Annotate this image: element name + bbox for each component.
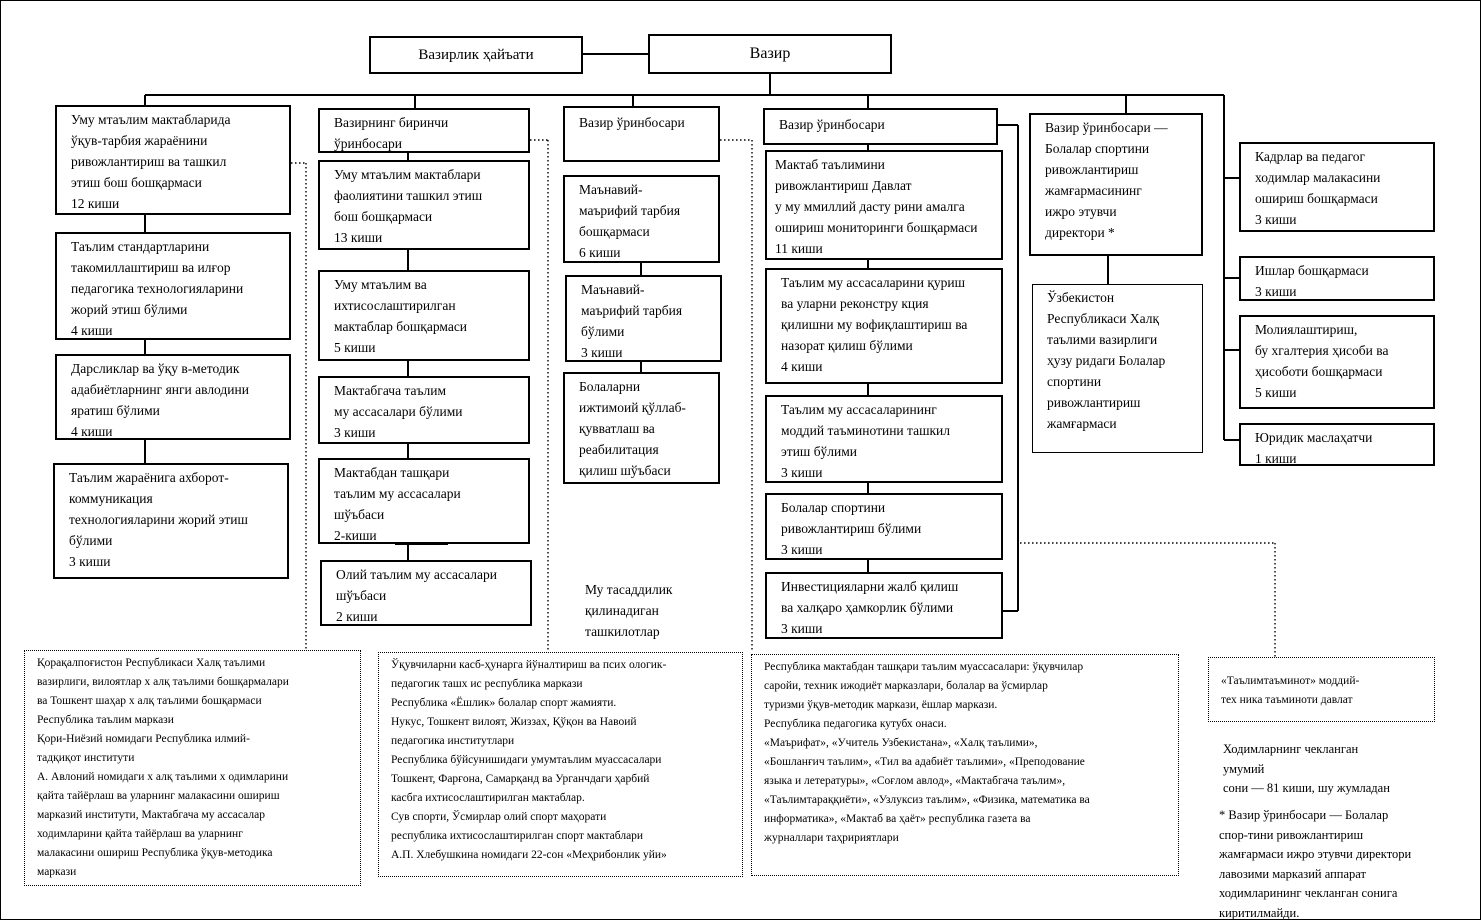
education-standards-section: Таълим стандартларини такомиллаштириш ва…	[55, 232, 291, 340]
children-sports-section: Болалар спортини ривожлантириш бўлими 3 …	[765, 493, 1003, 560]
children-sports-fund-box: Ўзбекистон Республикаси Халқ таълими ваз…	[1032, 284, 1203, 453]
out-of-school-subsection: Мактабдан ташқари таълим му ассасалари ш…	[318, 458, 530, 544]
affairs-department: Ишлар бошқармаси 3 киши	[1239, 256, 1435, 301]
spiritual-education-section: Маънавий- маърифий тарбия бўлими 3 киши	[565, 275, 722, 362]
first-deputy-minister-box: Вазирнинг биринчи ўринбосари	[318, 108, 530, 153]
ministry-council-box: Вазирлик ҳайъати	[369, 36, 583, 74]
staff-limit-note: Ходимларнинг чекланган умумий сони — 81 …	[1223, 742, 1390, 795]
deputy-minister-box-2: Вазир ўринбосари	[763, 108, 998, 145]
talimtaminot-box: «Таълимтаъминот» моддий- тех ника таъмин…	[1208, 657, 1435, 722]
higher-education-subsection: Олий таълим му ассасалари шўъбаси 2 киши	[320, 560, 532, 626]
ict-section: Таълим жараёнига ахборот- коммуникация т…	[53, 463, 289, 579]
textbooks-section: Дарсликлар ва ўқу в-методик адабиётларни…	[55, 354, 291, 440]
career-guidance-organizations-box: Ўқувчиларни касб-ҳунарга йўналтириш ва п…	[378, 652, 743, 877]
supervised-organizations-label: Му тасаддилик қилинадиган ташкилотлар	[585, 582, 673, 639]
minister-box: Вазир	[648, 34, 892, 74]
preschool-section: Мактабгача таълим му ассасалари бўлими 3…	[318, 376, 530, 444]
investment-cooperation-section: Инвестицияларни жалб қилиш ва халқаро ҳа…	[765, 572, 1003, 639]
regional-education-organizations-box: Қорақалпоғистон Республикаси Халқ таълим…	[24, 650, 361, 886]
social-support-subsection: Болаларни ижтимоий қўллаб- қувватлаш ва …	[563, 372, 720, 484]
general-schools-activity-department: Уму мтаълим мактаблари фаолиятини ташкил…	[318, 160, 530, 250]
footnote: * Вазир ўринбосари — Болалар спор-тини р…	[1219, 808, 1412, 920]
construction-coordination-section: Таълим му ассасаларини қуриш ва уларни р…	[765, 268, 1003, 384]
spiritual-education-department: Маънавий- маърифий тарбия бошқармаси 6 к…	[563, 175, 720, 263]
deputy-minister-sports-fund-director-box: Вазир ўринбосари — Болалар спортини риво…	[1029, 113, 1203, 256]
material-support-section: Таълим му ассасаларининг моддий таъминот…	[765, 395, 1003, 483]
legal-adviser-box: Юридик маслаҳатчи 1 киши	[1239, 423, 1435, 466]
finance-accounting-department: Молиялаштириш, бу хгалтерия ҳисоби ва ҳи…	[1239, 315, 1435, 409]
state-program-monitoring-department: Мактаб таълимини ривожлантириш Давлат у …	[765, 150, 1003, 260]
personnel-training-department: Кадрлар ва педагог ходимлар малакасини о…	[1239, 142, 1435, 232]
deputy-minister-box-1: Вазир ўринбосари	[563, 106, 720, 162]
general-education-process-department: Уму мтаълим мактабларида ўқув-тарбия жар…	[55, 105, 291, 215]
out-of-school-organizations-box: Республика мактабдан ташқари таълим муас…	[751, 654, 1179, 876]
specialized-schools-department: Уму мтаълим ва ихтисослаштирилган мактаб…	[318, 270, 530, 361]
